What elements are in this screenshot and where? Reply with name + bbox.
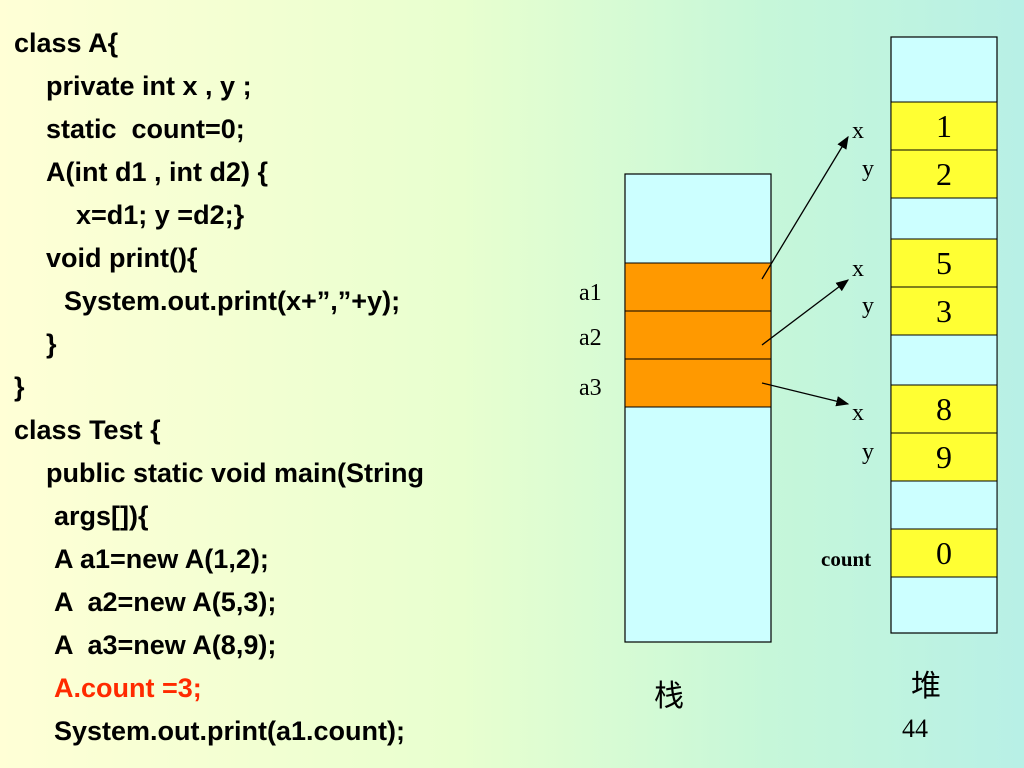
heap-field-label-count: count: [821, 547, 872, 571]
code-line: }: [14, 372, 25, 402]
code-line: args[]){: [54, 501, 149, 531]
heap-field-label-y: y: [862, 156, 874, 182]
heap-value-obj1-y: 2: [936, 156, 952, 192]
code-line: static count=0;: [46, 114, 245, 144]
code-line: A(int d1 , int d2) {: [46, 157, 268, 187]
heap-value-obj3-y: 9: [936, 439, 952, 475]
code-line: A a3=new A(8,9);: [54, 630, 277, 660]
stack-ref-label-a2: a2: [579, 325, 602, 351]
arrow-a2-to-obj2: [761, 279, 850, 346]
code-line: private int x , y ;: [46, 71, 252, 101]
stack-slot-a3: [624, 358, 772, 408]
code-listing: class A{ private int x , y ; static count=…: [14, 22, 424, 753]
heap-cell-count: [890, 528, 998, 578]
code-line: public static void main(String: [46, 458, 425, 488]
heap-field-label-y: y: [862, 439, 874, 465]
heap-value-obj1-x: 1: [936, 108, 952, 144]
stack-caption: 栈: [654, 679, 684, 714]
stack-slot-a1: [624, 262, 772, 312]
heap-value-obj2-x: 5: [936, 245, 952, 281]
heap-value-count: 0: [936, 535, 952, 571]
stack-column: [624, 173, 772, 643]
arrow-a3-to-obj3: [761, 382, 850, 407]
stack-ref-label-a1: a1: [579, 280, 602, 306]
heap-field-label-x: x: [852, 400, 864, 426]
heap-caption: 堆: [911, 669, 941, 704]
code-line: System.out.print(x+”,”+y);: [64, 286, 401, 316]
heap-cell-obj1-y: [890, 149, 998, 199]
code-line: void print(){: [46, 243, 198, 273]
heap-gap: [890, 197, 998, 240]
heap-field-label-x: x: [852, 256, 864, 282]
heap-gap: [890, 334, 998, 386]
code-line: x=d1; y =d2;}: [76, 200, 245, 230]
heap-value-obj3-x: 8: [936, 391, 952, 427]
code-line: A a1=new A(1,2);: [54, 544, 269, 574]
stack-ref-label-a3: a3: [579, 375, 602, 401]
code-line: class A{: [14, 28, 119, 58]
code-line: }: [46, 329, 57, 359]
page-number: 44: [902, 714, 928, 743]
stack-slot-a2: [624, 310, 772, 360]
heap-value-obj2-y: 3: [936, 293, 952, 329]
heap-cell-obj2-y: [890, 286, 998, 336]
heap-cell-obj3-y: [890, 432, 998, 482]
heap-field-label-x: x: [852, 118, 864, 144]
heap-field-label-y: y: [862, 293, 874, 319]
code-line: System.out.print(a1.count);: [54, 716, 406, 746]
code-line: A.count =3;: [54, 673, 202, 703]
heap-gap: [890, 480, 998, 530]
heap-cell-obj1-x: [890, 101, 998, 151]
code-line: class Test {: [14, 415, 161, 445]
arrow-a1-to-obj1: [761, 135, 849, 280]
heap-cell-obj3-x: [890, 384, 998, 434]
code-line: A a2=new A(5,3);: [54, 587, 277, 617]
